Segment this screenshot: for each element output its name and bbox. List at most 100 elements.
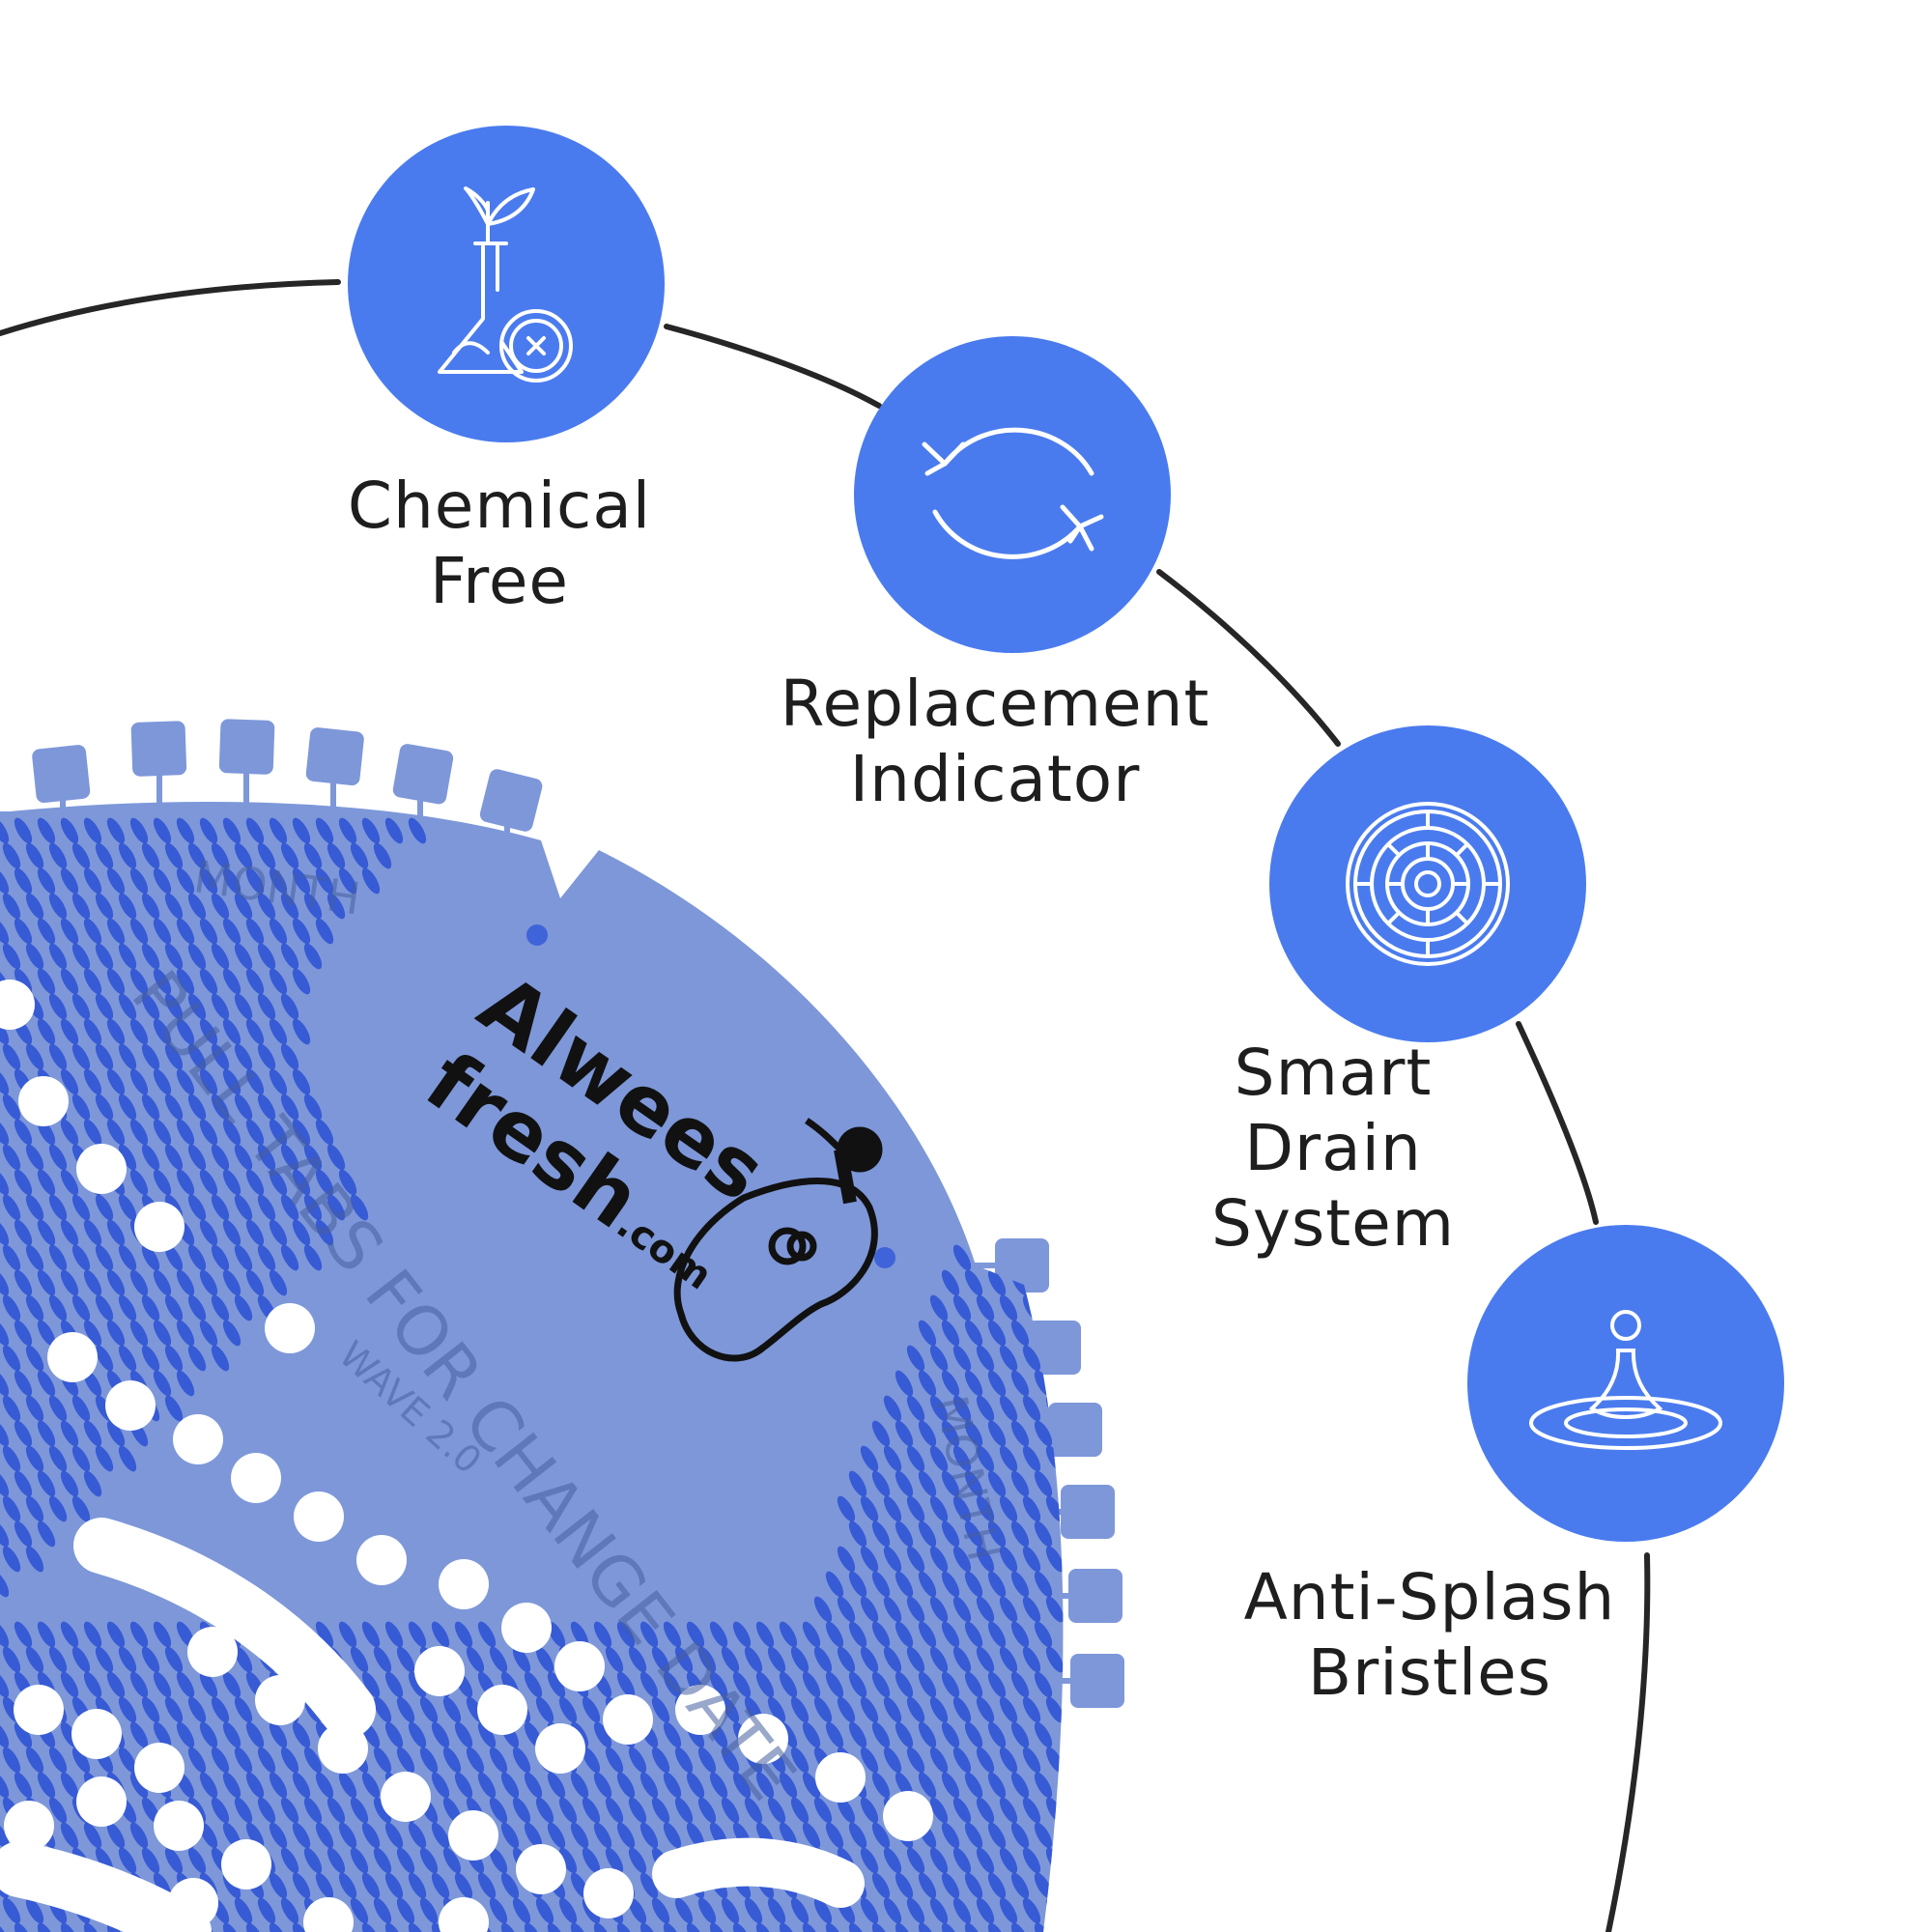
drain-hole [265,1303,315,1353]
bristle [1010,1822,1030,1849]
drain-hole [603,1694,653,1745]
refresh-arrows-icon [922,427,1104,559]
bristle [848,1671,867,1698]
bristle [987,1721,1007,1748]
bristle [663,1671,682,1698]
bristle [37,1370,56,1397]
bristle [222,1671,242,1698]
bristle [129,1671,149,1698]
bristle [860,1897,879,1924]
bristle [373,1747,392,1774]
bristle [71,842,91,869]
bristle [83,1922,102,1932]
bristle [976,1847,995,1874]
bristle [129,1721,149,1748]
bristle [338,1772,357,1799]
bristle [755,1772,775,1799]
drain-hole [76,1144,127,1194]
bristle [964,1772,983,1799]
bristle [199,867,218,895]
bristle [187,1345,207,1372]
bristle [0,1470,10,1497]
bristle [918,1370,937,1397]
bristle [280,943,299,970]
bristle [848,1520,867,1548]
bristle [442,1696,462,1723]
bristle [211,1244,230,1271]
bristle [1034,1169,1053,1196]
bristle [651,1897,670,1924]
bristle [141,1696,160,1723]
bristle [222,968,242,995]
bristle [141,1646,160,1673]
change-date-tab [1037,1654,1124,1708]
bristle [257,842,276,869]
bristle [71,1445,91,1472]
bristle [929,1646,949,1673]
bristle [153,1721,172,1748]
bristle [744,1646,763,1673]
bristle [141,993,160,1020]
bristle [257,1797,276,1824]
bristle [744,1797,763,1824]
bristle [929,1546,949,1573]
bristle [129,1822,149,1849]
bristle [25,1646,44,1673]
bristle [60,918,79,945]
bristle [327,1847,346,1874]
bristle [71,1244,91,1271]
bristle [0,817,10,844]
bristle [118,1294,137,1321]
bristle [686,1822,705,1849]
bristle [245,1269,265,1296]
bristle [952,1797,972,1824]
bristle [280,1244,299,1271]
bristle [0,1370,10,1397]
drain-hole [134,1202,185,1252]
bristle [48,1495,68,1522]
bristle [187,842,207,869]
bristle [431,1621,450,1648]
bristle [605,1747,624,1774]
bristle [721,1897,740,1924]
bristle [141,1847,160,1874]
bristle [315,1219,334,1246]
bristle [71,1194,91,1221]
bristle [211,1696,230,1723]
bristle [25,1897,44,1924]
feature-label-line: Drain [1244,1111,1422,1185]
bristle [199,1822,218,1849]
bristle [384,1922,404,1932]
change-date-tab [1015,1403,1102,1457]
bristle [524,1922,543,1932]
bristle [95,1294,114,1321]
bristle [837,1596,856,1623]
bristle [176,1320,195,1347]
bristle [83,817,102,844]
connector-arc [0,279,1651,1932]
bristle [48,1395,68,1422]
bristle [361,1621,381,1648]
bristle [825,1922,844,1932]
bristle [1010,1420,1030,1447]
change-date-tab [479,769,543,857]
bristle [118,1144,137,1171]
drain-hole [71,1709,122,1759]
bristle [118,1043,137,1070]
bristle [14,1470,33,1497]
bristle [199,968,218,995]
bristle [71,1646,91,1673]
feature-anti-splash-bristles [1467,1225,1784,1542]
bristle [303,893,323,920]
bristle [813,1897,833,1924]
bristle [245,918,265,945]
bristle [547,1671,566,1698]
bristle [570,1772,589,1799]
bristle [245,1922,265,1932]
bristle [999,1646,1018,1673]
bristle [211,1194,230,1221]
bristle [71,993,91,1020]
bristle [1034,1018,1053,1045]
bristle [71,1094,91,1121]
bristle [83,1269,102,1296]
